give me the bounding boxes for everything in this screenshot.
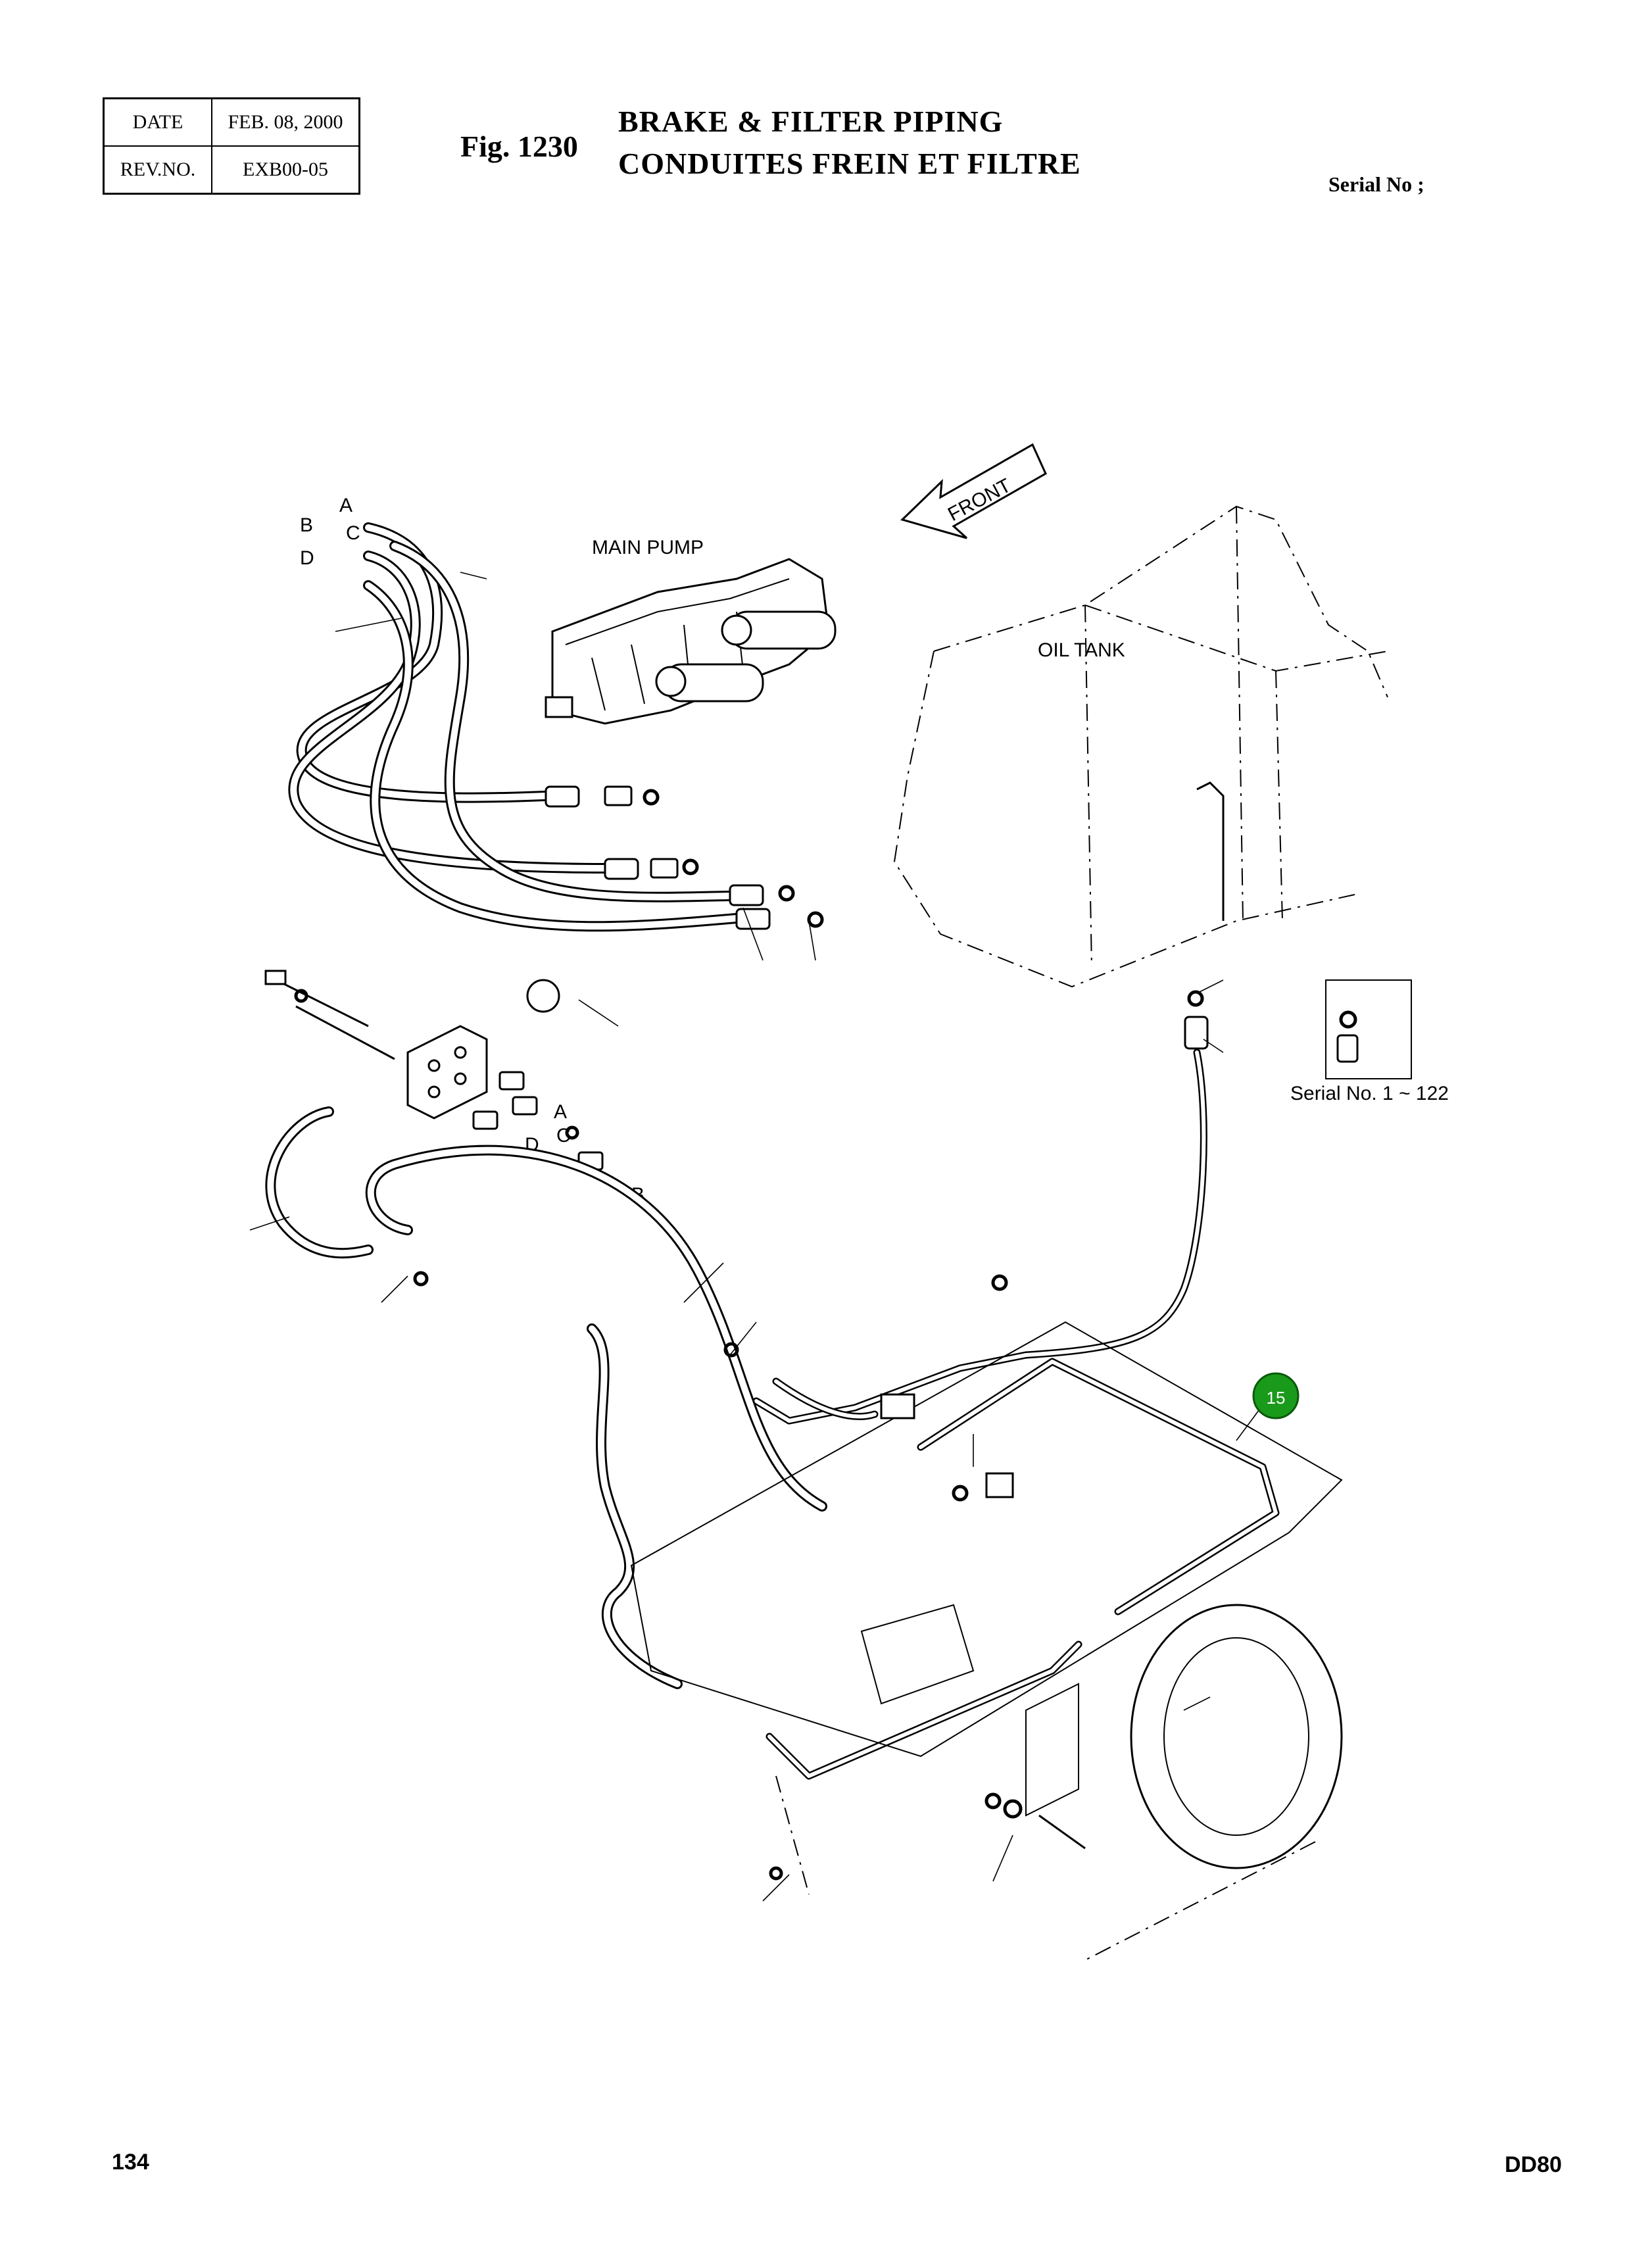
- oil-tank-label: OIL TANK: [1038, 639, 1125, 661]
- page-number: 134: [112, 2150, 149, 2175]
- block-port-a: A: [554, 1101, 567, 1123]
- pump-port-c: C: [346, 522, 360, 544]
- date-label: DATE: [103, 97, 212, 147]
- model-name: DD80: [1505, 2152, 1562, 2177]
- main-pump: MAIN PUMP: [545, 537, 837, 725]
- frame-housing: [630, 1321, 1343, 1961]
- pump-port-d: D: [300, 547, 314, 569]
- callout-15: 15: [1236, 1372, 1300, 1441]
- revision-table: DATE FEB. 08, 2000 REV.NO. EXB00-05: [103, 97, 360, 195]
- small-parts: [413, 1271, 1086, 1881]
- lower-pipe: [765, 1358, 1280, 1780]
- lower-hoses: [265, 1106, 827, 1689]
- callout-15-bubble: [1252, 1372, 1300, 1419]
- leader-lines: [249, 572, 1224, 1902]
- oil-tank: OIL TANK: [893, 505, 1388, 988]
- pump-port-labels: A B C D: [300, 495, 360, 569]
- tank-return-line: [752, 990, 1209, 1425]
- serial-range-label: Serial No. 1 ~ 122: [1290, 1083, 1449, 1104]
- pump-port-b: B: [300, 514, 313, 536]
- title-english: BRAKE & FILTER PIPING: [618, 105, 1004, 138]
- manifold-block: [264, 970, 560, 1120]
- callout-15-text: 15: [1267, 1388, 1286, 1408]
- block-fittings: A C D B: [472, 1071, 644, 1206]
- rev-value: EXB00-05: [211, 145, 360, 195]
- serial-label: Serial No ;: [1328, 172, 1424, 196]
- serial-inset: Serial No. 1 ~ 122: [1290, 979, 1449, 1104]
- rev-label: REV.NO.: [103, 145, 212, 195]
- title-french: CONDUITES FREIN ET FILTRE: [618, 147, 1081, 180]
- pump-port-a: A: [339, 495, 352, 516]
- front-arrow: FRONT: [900, 443, 1047, 539]
- main-pump-label: MAIN PUMP: [592, 537, 704, 558]
- block-port-c: C: [556, 1125, 571, 1146]
- date-value: FEB. 08, 2000: [211, 97, 360, 147]
- pump-fittings: [545, 785, 824, 930]
- figure-number: Fig. 1230: [460, 130, 578, 163]
- pump-hoses: [288, 522, 742, 932]
